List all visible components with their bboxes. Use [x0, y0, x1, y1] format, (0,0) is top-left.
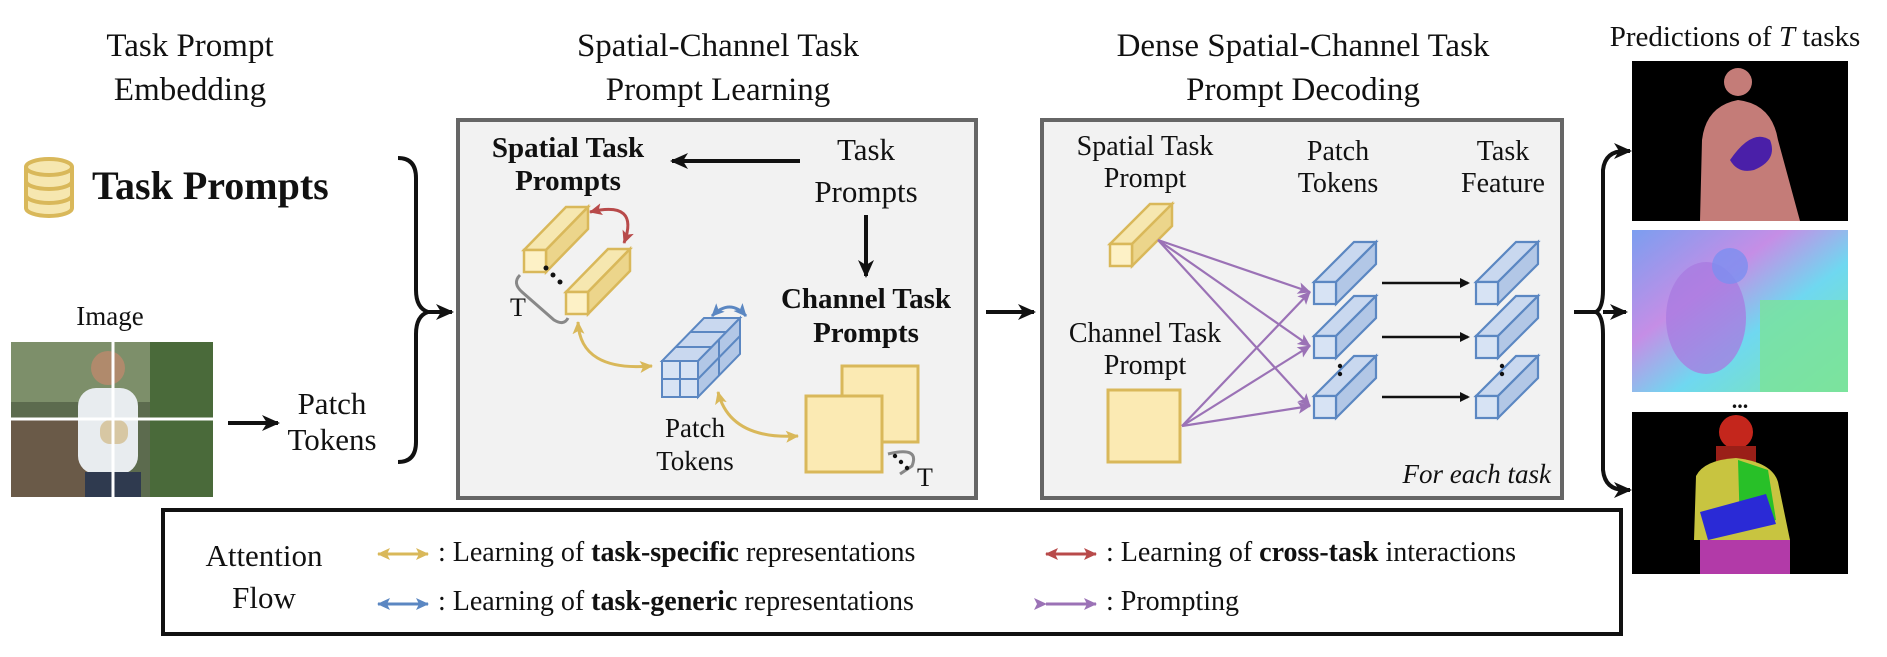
svg-text:Task: Task [1477, 136, 1529, 167]
t-label-channel: T [917, 463, 933, 492]
dot [550, 272, 556, 278]
image-label: Image [76, 301, 143, 331]
prediction-ellipsis: ... [1732, 388, 1749, 413]
svg-text:: Prompting: : Prompting [1106, 586, 1239, 617]
dot [898, 459, 904, 465]
task-feature-cuboid-3 [1473, 353, 1541, 421]
svg-text:Prompt Learning: Prompt Learning [606, 72, 831, 108]
svg-text:Attention: Attention [205, 538, 323, 573]
svg-text:Tokens: Tokens [656, 446, 734, 476]
task-feature-cuboid-2 [1473, 293, 1541, 361]
decoding-patch-label: Patch Tokens [1298, 136, 1378, 199]
dot [1499, 371, 1505, 377]
svg-text:Prompts: Prompts [813, 317, 919, 349]
svg-text:Task Prompt: Task Prompt [106, 28, 273, 64]
svg-text:Prompts: Prompts [515, 165, 621, 197]
dot [557, 279, 563, 285]
svg-text:Spatial Task: Spatial Task [492, 132, 645, 164]
input-image [11, 342, 213, 497]
left-patch-tokens-label: Patch Tokens [287, 386, 376, 457]
legend-box [161, 508, 1623, 636]
svg-text:Task: Task [837, 132, 896, 167]
svg-text:Patch: Patch [665, 413, 725, 443]
svg-text:Prompt: Prompt [1104, 163, 1187, 194]
learning-task-prompts-label: Task Prompts [814, 132, 917, 209]
svg-text:Channel Task: Channel Task [781, 283, 952, 315]
for-each-task-label: For each task [1402, 459, 1552, 489]
dot [1499, 363, 1505, 369]
t-bracket-channel [887, 450, 915, 476]
svg-text:Spatial-Channel Task: Spatial-Channel Task [577, 28, 860, 64]
task-generic-arrow [710, 303, 748, 318]
channel-prompt-square-front [804, 394, 884, 474]
dot [543, 265, 549, 271]
legend-title: Attention Flow [205, 538, 323, 615]
svg-text:Channel Task: Channel Task [1069, 318, 1221, 349]
decoding-spatial-cuboid [1106, 200, 1176, 270]
spatial-patch-arrow [572, 321, 653, 373]
header-decoding: Dense Spatial-Channel Task Prompt Decodi… [1117, 28, 1490, 108]
patch-to-feature-arrows [1382, 278, 1470, 402]
task-prompts-label: Task Prompts [92, 163, 329, 208]
legend-item-task-specific: : Learning of task-specific representati… [377, 537, 915, 568]
decoding-feature-label: Task Feature [1461, 136, 1545, 199]
svg-text:Tokens: Tokens [1298, 168, 1378, 199]
prediction-parts [1632, 412, 1848, 574]
svg-text:: Learning of task-specific r: : Learning of task-specific representati… [438, 537, 915, 568]
svg-text:Patch: Patch [298, 386, 367, 421]
svg-text:Spatial Task: Spatial Task [1077, 131, 1214, 162]
spatial-prompt-cuboid-2 [563, 245, 633, 318]
svg-text:Feature: Feature [1461, 168, 1545, 199]
t-label-spatial: T [510, 293, 526, 322]
dot [892, 453, 898, 459]
prediction-segmentation [1632, 61, 1848, 221]
spatial-prompt-cuboid-1 [521, 203, 591, 276]
database-icon [24, 157, 74, 218]
prompting-arrows [1157, 238, 1311, 428]
svg-text:: Learning of task-generic rep: : Learning of task-generic representatio… [438, 586, 914, 617]
task-feature-cuboid-1 [1473, 239, 1541, 307]
channel-task-prompts-label: Channel Task Prompts [781, 283, 952, 349]
legend-item-prompting: : Prompting [1034, 586, 1239, 617]
cross-task-arrow [589, 203, 634, 244]
dot [904, 465, 910, 471]
svg-text:Tokens: Tokens [287, 422, 376, 457]
svg-text:Prompt Decoding: Prompt Decoding [1186, 72, 1420, 108]
svg-text:Embedding: Embedding [114, 72, 266, 108]
patch-token-cube [659, 315, 743, 400]
decoding-spatial-label: Spatial Task Prompt [1077, 131, 1214, 194]
t-bracket [515, 273, 570, 325]
legend-item-task-generic: : Learning of task-generic representatio… [377, 586, 914, 617]
decoding-channel-square [1106, 388, 1182, 464]
prediction-normals [1632, 230, 1848, 392]
output-brace [1591, 149, 1626, 492]
decoding-patch-cuboid-3 [1311, 353, 1379, 421]
channel-patch-arrow [715, 391, 799, 443]
header-embedding: Task Prompt Embedding [106, 28, 273, 108]
learning-patch-tokens-label: Patch Tokens [656, 413, 734, 476]
decoding-patch-cuboid-1 [1311, 239, 1379, 307]
header-predictions: Predictions of T tasks [1610, 21, 1861, 53]
dot [1337, 371, 1343, 377]
svg-text:Flow: Flow [232, 580, 296, 615]
svg-text:Dense Spatial-Channel Task: Dense Spatial-Channel Task [1117, 28, 1490, 64]
svg-text:Patch: Patch [1307, 136, 1369, 167]
legend-item-cross-task: : Learning of cross-task interactions [1045, 537, 1516, 568]
left-brace [397, 156, 435, 464]
decoding-channel-label: Channel Task Prompt [1069, 318, 1221, 381]
svg-text:: Learning of cross-task inter: : Learning of cross-task interactions [1106, 537, 1516, 568]
decoding-patch-cuboid-2 [1311, 293, 1379, 361]
dot [1337, 363, 1343, 369]
svg-text:Prompts: Prompts [814, 174, 917, 209]
header-learning: Spatial-Channel Task Prompt Learning [577, 28, 860, 108]
spatial-task-prompts-label: Spatial Task Prompts [492, 132, 645, 197]
svg-text:Prompt: Prompt [1104, 350, 1187, 381]
